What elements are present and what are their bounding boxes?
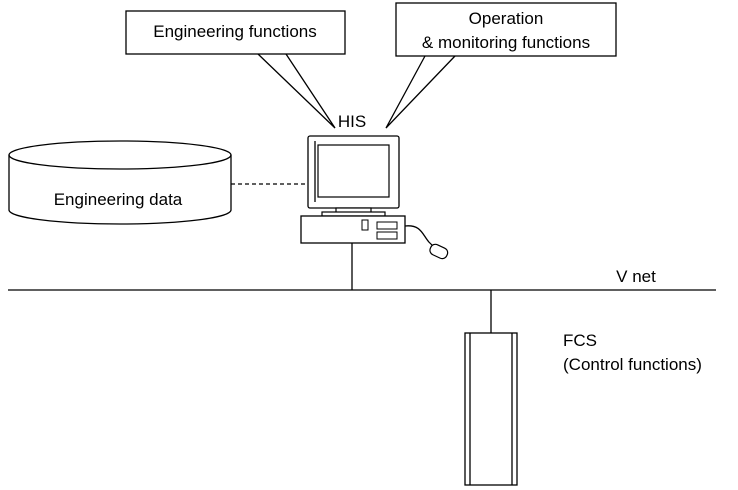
- fcs-cabinet-icon: [464, 332, 518, 486]
- v-net-label: V net: [616, 267, 656, 286]
- fcs-label: FCS: [563, 331, 597, 350]
- engineering-data-cylinder: Engineering data: [8, 140, 232, 225]
- monitoring-functions-label: & monitoring functions: [422, 33, 590, 52]
- operation-label: Operation: [469, 9, 544, 28]
- control-functions-label: (Control functions): [563, 355, 702, 374]
- engineering-functions-callout: Engineering functions: [125, 10, 346, 129]
- his-label: HIS: [338, 112, 366, 131]
- engineering-data-label: Engineering data: [54, 190, 183, 209]
- operation-monitoring-callout: Operation & monitoring functions: [385, 2, 617, 129]
- his-workstation-icon: [300, 135, 449, 260]
- engineering-functions-label: Engineering functions: [153, 22, 317, 41]
